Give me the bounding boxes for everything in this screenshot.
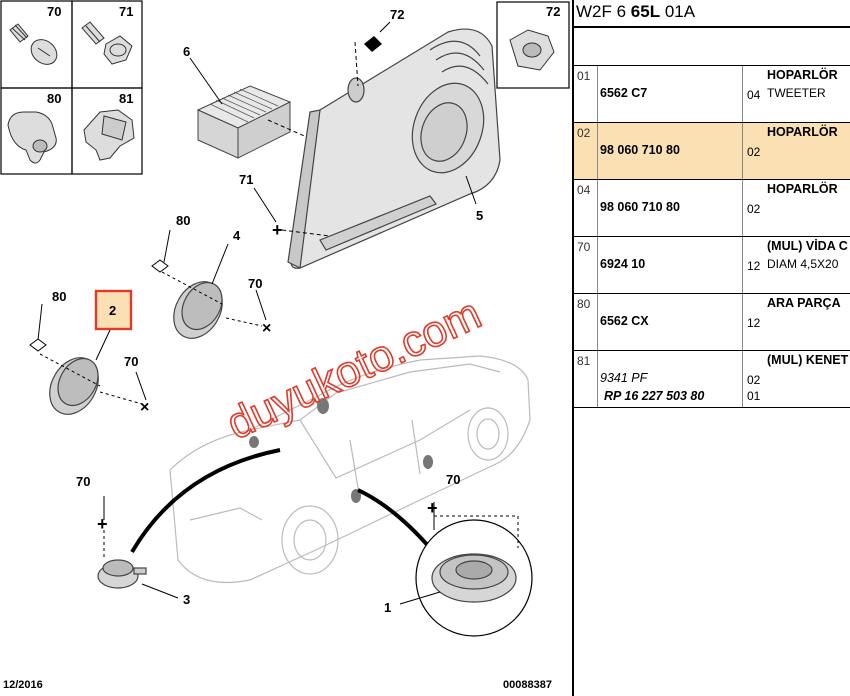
footer-code: 00088387 xyxy=(503,679,552,691)
callout-70-right: 70 xyxy=(446,472,460,487)
table-row-70[interactable]: 70 6924 10 12 (MUL) VİDA C DIAM 4,5X20 xyxy=(574,237,850,294)
table-row-01[interactable]: 01 6562 C7 04 HOPARLÖR TWEETER xyxy=(574,66,850,123)
callout-70-upper: 70 xyxy=(248,276,262,291)
speaker-locations xyxy=(249,398,433,503)
row-quantity: 12 xyxy=(747,259,761,273)
callout-70-left: 70 xyxy=(76,474,90,489)
flange-screw-icon xyxy=(81,21,133,65)
door-speaker-4 xyxy=(173,281,223,339)
plus-marker-70-right: + xyxy=(427,498,438,518)
row-description: DIAM 4,5X20 xyxy=(767,257,839,271)
row-reference: 6562 C7 xyxy=(600,86,648,100)
cross-marker-70-mid: × xyxy=(140,399,149,416)
row-name: HOPARLÖR xyxy=(767,68,838,82)
row-index: 02 xyxy=(577,126,591,140)
callout-80-upper: 80 xyxy=(176,213,190,228)
callout-5: 5 xyxy=(476,208,483,223)
callout-6: 6 xyxy=(183,44,190,59)
cross-marker-70-upper: × xyxy=(262,320,271,337)
row-reference: 9341 PF xyxy=(600,371,648,385)
clip-fastener-icon xyxy=(83,109,135,161)
footer-date: 12/2016 xyxy=(3,679,43,691)
header-suffix: 01A xyxy=(660,2,696,21)
row-quantity: 04 xyxy=(747,88,761,102)
row-quantity: 12 xyxy=(747,316,761,330)
diagram-code-header: W2F 6 65L 01A xyxy=(576,2,695,22)
center-speaker-1 xyxy=(431,553,517,603)
callout-1: 1 xyxy=(384,600,391,615)
table-row-02[interactable]: 02 98 060 710 80 02 HOPARLÖR xyxy=(574,123,850,180)
row-index: 01 xyxy=(577,69,591,83)
row-quantity: 02 xyxy=(747,373,761,387)
watermark-text: duyukoto.com xyxy=(220,289,489,449)
callout-4: 4 xyxy=(233,228,241,243)
subwoofer-enclosure xyxy=(287,28,501,269)
thumb-label-81: 81 xyxy=(119,91,133,106)
row-quantity: 02 xyxy=(747,202,761,216)
door-speaker-2 xyxy=(49,357,99,415)
leader-arrow-3 xyxy=(130,448,281,554)
callout-2: 2 xyxy=(109,303,116,318)
row-name: ARA PARÇA xyxy=(767,296,841,310)
callout-80-lower: 80 xyxy=(52,289,66,304)
row-index: 81 xyxy=(577,354,591,368)
row-index: 80 xyxy=(577,297,591,311)
row-reference: 6562 CX xyxy=(600,314,649,328)
amplifier-module xyxy=(196,85,292,159)
plus-marker-70-left: + xyxy=(97,514,108,534)
table-row-81[interactable]: 81 9341 PF RP 16 227 503 80 02 01 (MUL) … xyxy=(574,351,850,408)
parts-list-panel: W2F 6 65L 01A 01 6562 C7 04 HOPARLÖR TWE… xyxy=(572,0,850,696)
row-index: 04 xyxy=(577,183,591,197)
screw-icon xyxy=(9,23,58,65)
fastener-thumbnails xyxy=(0,0,570,175)
row-quantity-secondary: 01 xyxy=(747,389,761,403)
row-reference-secondary: RP 16 227 503 80 xyxy=(604,389,705,403)
callout-71: 71 xyxy=(239,172,253,187)
table-row-80[interactable]: 80 6562 CX 12 ARA PARÇA xyxy=(574,294,850,351)
row-name: (MUL) KENET xyxy=(767,353,849,367)
nut-72-marker xyxy=(364,36,382,52)
callout-3: 3 xyxy=(183,592,190,607)
callout-70-mid: 70 xyxy=(124,354,138,369)
header-prefix: W2F 6 xyxy=(576,2,631,21)
table-row-04[interactable]: 04 98 060 710 80 02 HOPARLÖR xyxy=(574,180,850,237)
thumb-label-70: 70 xyxy=(47,4,61,19)
row-name: HOPARLÖR xyxy=(767,182,838,196)
callout-72: 72 xyxy=(390,7,404,22)
plus-marker-71: + xyxy=(272,220,283,240)
callout-box-2 xyxy=(94,289,133,331)
thumb-label-72: 72 xyxy=(546,4,560,19)
row-reference: 98 060 710 80 xyxy=(600,200,680,214)
header-band xyxy=(574,26,850,66)
header-bold: 65L xyxy=(630,2,661,21)
thumb-label-71: 71 xyxy=(119,4,133,19)
row-index: 70 xyxy=(577,240,591,254)
row-reference: 6924 10 xyxy=(600,257,646,271)
rivet-icon xyxy=(7,111,57,164)
row-quantity: 02 xyxy=(747,145,761,159)
exploded-parts-diagram: 70 71 80 81 72 xyxy=(0,0,570,691)
row-name: HOPARLÖR xyxy=(767,125,838,139)
row-name: (MUL) VİDA C xyxy=(767,239,848,253)
row-description: TWEETER xyxy=(767,86,826,100)
nut-icon xyxy=(509,29,555,71)
row-reference: 98 060 710 80 xyxy=(600,143,680,157)
tweeter-speaker-3 xyxy=(97,559,147,589)
thumb-label-80: 80 xyxy=(47,91,61,106)
